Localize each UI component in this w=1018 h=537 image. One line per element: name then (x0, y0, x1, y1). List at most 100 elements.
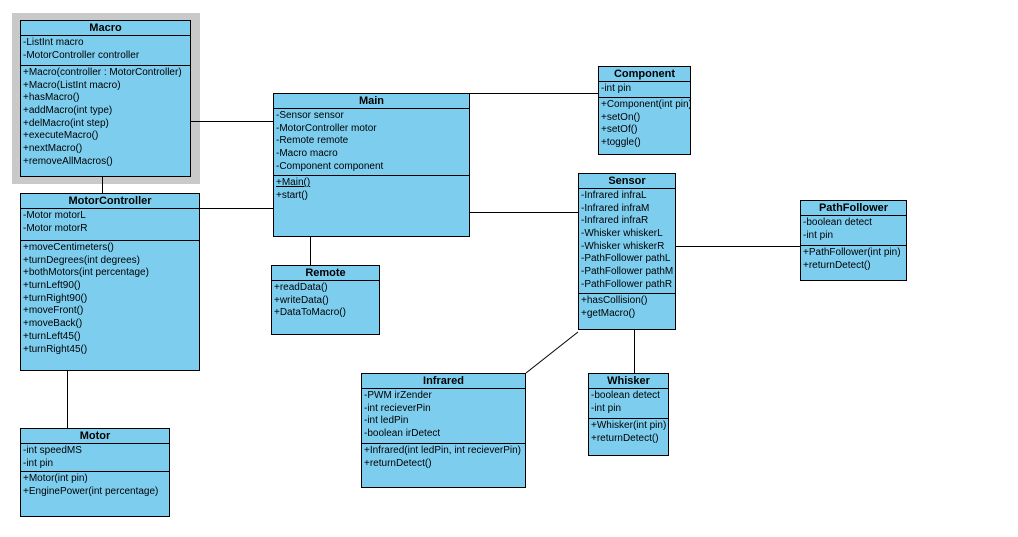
member-row: +PathFollower(int pin) (803, 247, 901, 258)
class-sensor[interactable]: Sensor -Infrared infraL-Infrared infraM-… (578, 173, 676, 330)
class-methods: +Motor(int pin)+EnginePower(int percenta… (21, 472, 169, 516)
member-row: +turnLeft90() (23, 280, 81, 292)
member-row: +returnDetect() (803, 259, 871, 271)
class-methods: +Component(int pin)+setOn()+setOf()+togg… (599, 98, 690, 154)
class-attributes: -ListInt macro-MotorController controlle… (21, 36, 190, 66)
class-remote[interactable]: Remote +readData()+writeData()+DataToMac… (271, 265, 380, 335)
class-whisker[interactable]: Whisker -boolean detect-int pin +Whisker… (588, 373, 669, 456)
member-row: +DataToMacro() (274, 307, 346, 319)
member-row: +Macro(controller : MotorController) (23, 67, 182, 78)
member-row: -int recieverPin (364, 402, 431, 414)
member-row: +turnDegrees(int degrees) (23, 254, 141, 266)
member-row: -int pin (803, 229, 834, 241)
member-row: +Macro(ListInt macro) (23, 79, 121, 91)
member-row: +moveBack() (23, 318, 83, 330)
class-macro[interactable]: Macro -ListInt macro-MotorController con… (20, 20, 191, 177)
member-row: +Component(int pin) (601, 99, 690, 110)
member-row: +delMacro(int step) (23, 117, 109, 129)
connector-sensor-whisker[interactable] (634, 330, 635, 373)
class-title: Whisker (589, 374, 668, 389)
member-row: +moveCentimeters() (23, 242, 114, 253)
connector-motorcontroller-main[interactable] (200, 208, 273, 209)
member-row: +hasMacro() (23, 92, 80, 104)
class-title: MotorController (21, 194, 199, 209)
class-infrared[interactable]: Infrared -PWM irZender-int recieverPin-i… (361, 373, 526, 488)
member-row: -ListInt macro (23, 37, 84, 48)
member-row: -Infrared infraL (581, 190, 647, 201)
member-row: +turnRight90() (23, 292, 88, 304)
member-row: +setOn() (601, 111, 641, 123)
class-motorcontroller[interactable]: MotorController -Motor motorL-Motor moto… (20, 193, 200, 371)
member-row: -Whisker whiskerR (581, 240, 665, 252)
member-row: +bothMotors(int percentage) (23, 267, 149, 279)
class-attributes: -int speedMS-int pin (21, 444, 169, 472)
member-row: -PathFollower pathR (581, 278, 673, 290)
member-row: -Infrared infraR (581, 215, 649, 227)
connector-macro-motorcontroller[interactable] (102, 177, 103, 193)
class-title: PathFollower (801, 201, 906, 216)
member-row: +moveFront() (23, 305, 84, 317)
member-row: -Component component (276, 160, 384, 172)
member-row: +start() (276, 189, 308, 201)
member-row: -PWM irZender (364, 390, 432, 401)
member-row: +removeAllMacros() (23, 155, 113, 167)
connector-sensor-infrared[interactable] (520, 328, 584, 378)
member-row: +setOf() (601, 124, 638, 136)
connector-sensor-pathfollower[interactable] (676, 246, 800, 247)
member-row: -boolean detect (803, 217, 872, 228)
connector-main-component[interactable] (470, 93, 598, 94)
class-methods: +Infrared(int ledPin, int recieverPin)+r… (362, 444, 525, 487)
connector-main-sensor[interactable] (470, 212, 578, 213)
member-row: -MotorController controller (23, 49, 140, 61)
class-methods: +Main()+start() (274, 176, 469, 236)
member-row: +addMacro(int type) (23, 105, 113, 117)
class-title: Sensor (579, 174, 675, 189)
class-component[interactable]: Component -int pin +Component(int pin)+s… (598, 66, 691, 155)
member-row: -MotorController motor (276, 122, 377, 134)
class-title: Component (599, 67, 690, 82)
class-attributes: -Infrared infraL-Infrared infraM-Infrare… (579, 189, 675, 294)
member-row: +toggle() (601, 137, 641, 149)
member-row: -Macro macro (276, 148, 338, 160)
member-row: -boolean irDetect (364, 428, 441, 440)
member-row: +turnLeft45() (23, 330, 81, 342)
class-attributes: -boolean detect-int pin (589, 389, 668, 419)
class-methods: +moveCentimeters()+turnDegrees(int degre… (21, 241, 199, 370)
member-row: -PathFollower pathM (581, 266, 674, 278)
class-attributes: -boolean detect-int pin (801, 216, 906, 246)
connector-motorcontroller-motor[interactable] (67, 371, 68, 428)
member-row: -Whisker whiskerL (581, 228, 663, 240)
class-methods: +readData()+writeData()+DataToMacro() (272, 281, 379, 334)
member-row: -Motor motorL (23, 210, 86, 221)
member-row: -int pin (23, 457, 54, 469)
member-row: +getMacro() (581, 307, 636, 319)
class-methods: +hasCollision()+getMacro() (579, 294, 675, 329)
member-row: +returnDetect() (364, 457, 432, 469)
class-title: Infrared (362, 374, 525, 389)
member-row: +readData() (274, 282, 328, 293)
class-attributes: -Motor motorL-Motor motorR (21, 209, 199, 241)
member-row: +executeMacro() (23, 130, 99, 142)
member-row: -Motor motorR (23, 222, 88, 234)
member-row: -boolean detect (591, 390, 660, 401)
member-row: +hasCollision() (581, 295, 648, 306)
class-title: Remote (272, 266, 379, 281)
member-row: -PathFollower pathL (581, 253, 671, 265)
member-row: +turnRight45() (23, 343, 88, 355)
connector-main-remote[interactable] (310, 237, 311, 265)
class-attributes: -Sensor sensor-MotorController motor-Rem… (274, 109, 469, 176)
class-pathfollower[interactable]: PathFollower -boolean detect-int pin +Pa… (800, 200, 907, 281)
member-row: -int speedMS (23, 445, 82, 456)
class-main[interactable]: Main -Sensor sensor-MotorController moto… (273, 93, 470, 237)
connector-macro-main[interactable] (191, 121, 273, 122)
member-row: +Whisker(int pin) (591, 420, 667, 431)
member-row: +returnDetect() (591, 432, 659, 444)
member-row: +writeData() (274, 294, 329, 306)
member-row: -Sensor sensor (276, 110, 344, 121)
member-row: +Motor(int pin) (23, 473, 88, 484)
class-attributes: -PWM irZender-int recieverPin-int ledPin… (362, 389, 525, 444)
class-motor[interactable]: Motor -int speedMS-int pin +Motor(int pi… (20, 428, 170, 517)
member-row: +Infrared(int ledPin, int recieverPin) (364, 445, 522, 456)
member-row: -int pin (601, 83, 632, 94)
